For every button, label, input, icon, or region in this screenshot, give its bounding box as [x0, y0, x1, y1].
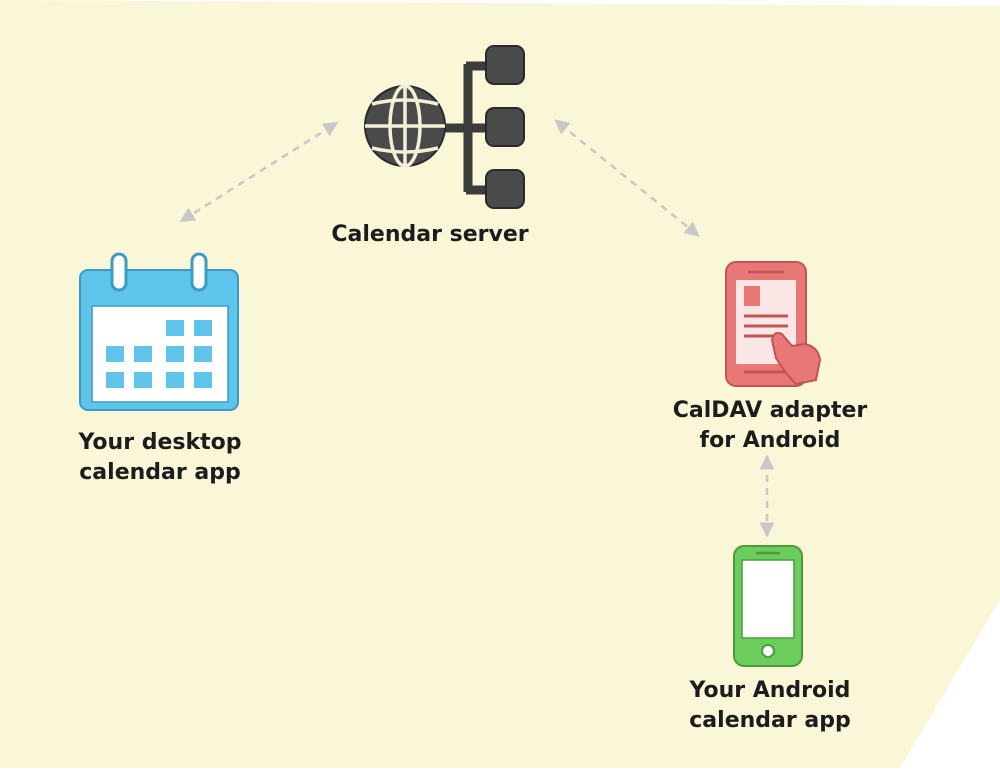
label-desktop-calendar-app: Your desktop calendar app: [40, 428, 280, 488]
android-phone-icon: [733, 545, 803, 667]
label-android-line-2: calendar app: [689, 708, 851, 733]
label-android-calendar-app: Your Android calendar app: [640, 676, 900, 736]
label-caldav-adapter: CalDAV adapter for Android: [640, 396, 900, 456]
arrow-server-desktop: [179, 122, 339, 222]
globe-network-icon: [364, 45, 525, 209]
label-adapter-line-2: for Android: [699, 428, 841, 453]
label-android-line-1: Your Android: [689, 678, 851, 703]
label-calendar-server: Calendar server: [320, 220, 540, 250]
arrow-server-adapter: [554, 119, 700, 237]
calendar-icon: [79, 252, 239, 411]
label-adapter-line-1: CalDAV adapter: [672, 398, 868, 423]
label-desktop-line-1: Your desktop: [78, 430, 242, 455]
label-desktop-line-2: calendar app: [79, 460, 241, 485]
label-calendar-server-text: Calendar server: [331, 222, 529, 247]
phone-touch-icon: [725, 261, 822, 387]
